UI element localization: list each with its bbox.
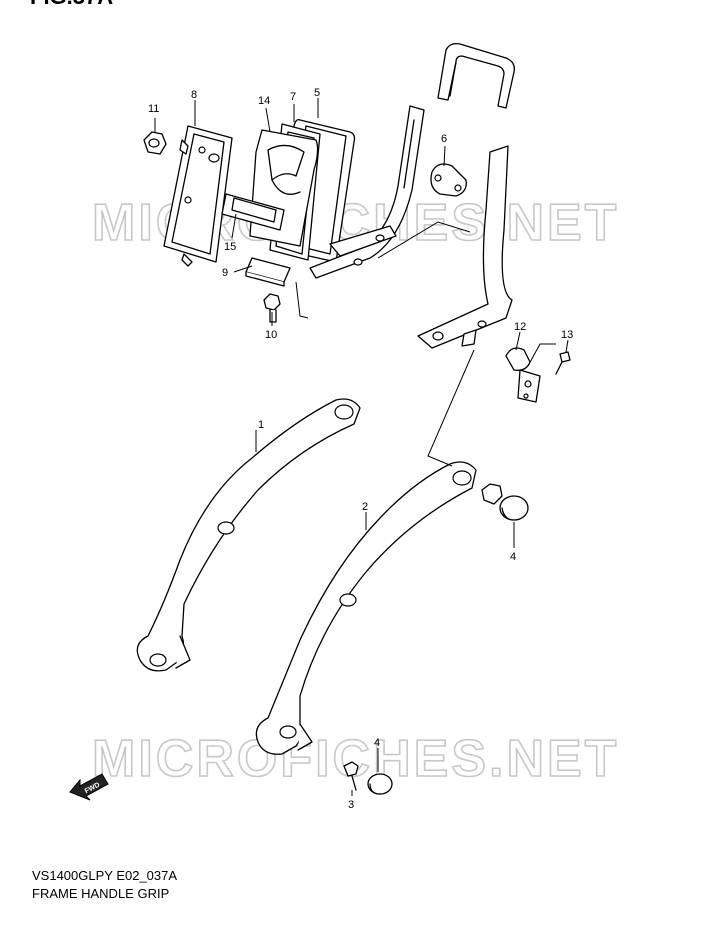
part-4-cap-lower <box>367 773 393 795</box>
part-11-nut <box>143 131 167 155</box>
part-6-clamp <box>430 163 467 197</box>
forward-arrow-icon: FWD <box>69 773 109 801</box>
mounting-bracket <box>309 105 425 279</box>
callout-13: 13 <box>561 329 573 341</box>
part-12-lock-bracket <box>505 347 541 403</box>
part-1-frame-handle <box>136 398 361 672</box>
callout-11: 11 <box>148 103 159 115</box>
part-9-pad <box>245 257 291 287</box>
callout-15: 15 <box>224 241 236 253</box>
figure-title: FIG.37A <box>30 0 113 10</box>
callout-8: 8 <box>191 89 197 101</box>
part-8-back-plate <box>163 125 233 267</box>
callout-14: 14 <box>258 95 270 107</box>
callout-9: 9 <box>222 267 228 279</box>
watermark-bottom: MICROFICHES.NET <box>92 730 619 788</box>
callout-10: 10 <box>265 329 277 341</box>
part-3-bolt <box>343 761 359 791</box>
part-2-frame-handle <box>255 461 477 755</box>
callout-7: 7 <box>290 91 296 103</box>
figure-caption: FRAME HANDLE GRIP <box>32 886 170 901</box>
part-13-bolt <box>555 351 571 375</box>
callout-5: 5 <box>314 87 320 99</box>
callout-12: 12 <box>514 321 526 333</box>
leader-lines <box>154 98 569 796</box>
callout-3: 3 <box>348 799 354 811</box>
support-frame <box>417 145 513 349</box>
callout-6: 6 <box>441 133 447 145</box>
callout-1: 1 <box>258 419 264 431</box>
callout-4-upper: 4 <box>510 551 516 563</box>
carry-handle <box>437 42 515 109</box>
callout-4-lower: 4 <box>374 737 380 749</box>
callout-2: 2 <box>362 501 368 513</box>
part-4-cap-upper <box>481 483 529 521</box>
part-15-strap <box>221 193 285 231</box>
model-code: VS1400GLPY E02_037A <box>32 868 178 883</box>
callout-labels: 1 2 3 4 4 5 6 7 8 9 10 11 12 13 14 15 <box>148 87 573 811</box>
